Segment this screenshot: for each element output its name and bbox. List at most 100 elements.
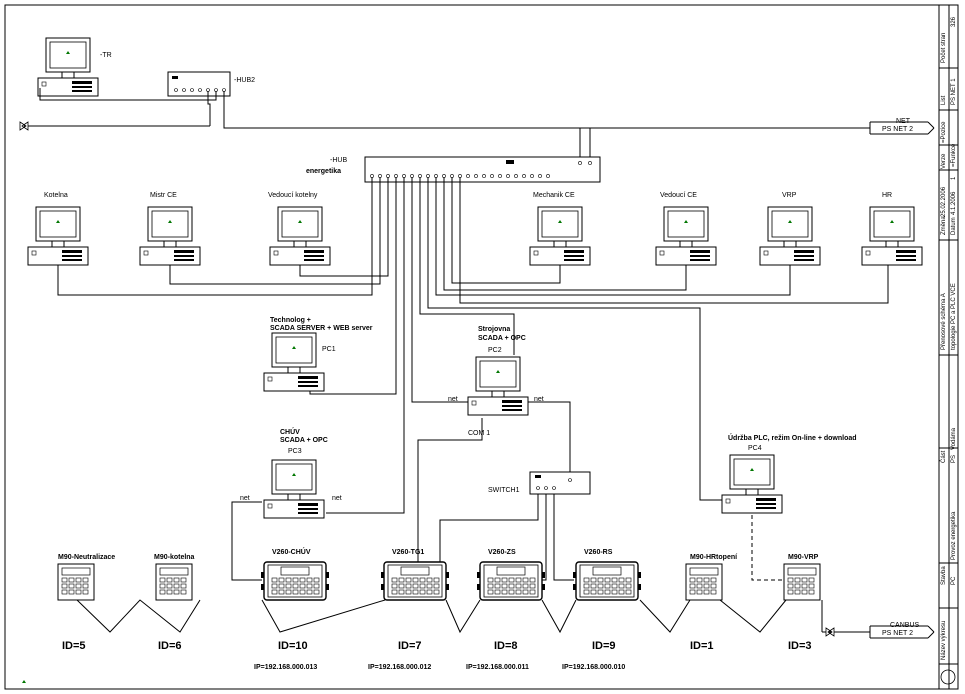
- tb-sheet-label: List: [941, 95, 947, 105]
- title-block: Počet stran 326 List PS NET 1 =Pozice =F…: [939, 5, 959, 689]
- label-hub2: -HUB2: [234, 77, 256, 84]
- plc-m90-neutralizace: [57, 563, 95, 601]
- plc-id-vrp: ID=3: [788, 640, 812, 652]
- hub2-device: [167, 71, 231, 97]
- label-pc2-role: Strojovna: [478, 326, 511, 333]
- label-pc3-role: CHÚV: [280, 429, 300, 436]
- label-pc1-role: Technolog +: [270, 317, 311, 324]
- tb-pozice: =Pozice: [941, 121, 947, 143]
- tb-verze-value: 1: [951, 176, 957, 180]
- label-pc2-net-left: net: [448, 396, 458, 403]
- label-mechanik: Mechanik CE: [533, 192, 575, 199]
- label-pc3-net-left: net: [240, 495, 250, 502]
- label-plc-m90-vrp: M90-VRP: [788, 554, 819, 561]
- tb-pc-label: PC: [951, 576, 957, 585]
- pc-kotelna: [27, 206, 89, 266]
- plc-ip-tg1: IP=192.168.000.012: [368, 664, 432, 671]
- plc-v260-zs: [476, 561, 546, 601]
- tb-ps-label: PS: [951, 454, 957, 463]
- label-pc2-software: SCADA + OPC: [478, 335, 526, 342]
- label-hub-energetika: energetika: [306, 168, 342, 175]
- label-plc-v260-chuv: V260-CHÚV: [272, 549, 311, 556]
- logo-icon: [940, 669, 956, 685]
- offpage-canbus-sheet: PS NET 2: [882, 630, 913, 637]
- pc-mechanik: [529, 206, 591, 266]
- label-pc3-net-right: net: [332, 495, 342, 502]
- plc-m90-hrtopeni: [685, 563, 723, 601]
- plc-id-hrtopeni: ID=1: [690, 640, 714, 652]
- bus-terminator-top: [19, 121, 29, 131]
- tb-pages-label: Počet stran: [941, 32, 947, 63]
- label-kotelna: Kotelna: [44, 192, 68, 199]
- pc-vedouci-ce: [655, 206, 717, 266]
- tb-datum-label: Datum: [951, 217, 957, 235]
- pc1-technolog: [263, 332, 325, 392]
- label-hub: -HUB: [330, 157, 348, 164]
- tb-part-value: Vodáma: [951, 427, 957, 450]
- label-plc-m90-kotelna: M90-kotelna: [154, 554, 195, 561]
- offpage-canbus-label: CANBUS: [890, 622, 920, 629]
- label-pc1: PC1: [322, 346, 336, 353]
- label-plc-m90-hrtopeni: M90-HRtopení: [690, 554, 738, 561]
- tb-zmena-label: Změna: [941, 216, 947, 235]
- plc-ip-chuv: IP=192.168.000.013: [254, 664, 318, 671]
- plc-v260-tg1: [380, 561, 450, 601]
- label-pc4: PC4: [748, 445, 762, 452]
- label-pc1-software: SCADA SERVER + WEB server: [270, 325, 373, 332]
- plc-id-kotelna: ID=6: [158, 640, 182, 652]
- tb-desc-line1: Přenosové schéma A: [941, 293, 947, 350]
- tb-part-label: Část: [941, 450, 947, 463]
- plc-v260-chuv: [260, 561, 330, 601]
- tb-stavba-label: Stavba: [941, 566, 947, 585]
- pc3-chuv: [263, 459, 325, 519]
- pc-hr: [861, 206, 923, 266]
- label-tr: -TR: [100, 52, 112, 59]
- pc-vedouci-kotelny: [269, 206, 331, 266]
- label-pc2-net-right: net: [534, 396, 544, 403]
- label-switch1: SWITCH1: [488, 487, 520, 494]
- plc-id-zs: ID=8: [494, 640, 518, 652]
- label-vrp: VRP: [782, 192, 797, 199]
- tb-desc-line2: topologie PC a PLC VCE: [951, 283, 957, 350]
- pc2-strojovna: [467, 356, 529, 416]
- tb-stavba-value: Provoz energetika: [951, 511, 957, 560]
- pc-vrp: [759, 206, 821, 266]
- label-pc2: PC2: [488, 347, 502, 354]
- offpage-net-sheet: PS NET 2: [882, 126, 913, 133]
- pc-mistr: [139, 206, 201, 266]
- label-pc4-role: Údržba PLC, režim On-line + download: [728, 435, 857, 442]
- label-plc-v260-tg1: V260-TG1: [392, 549, 425, 556]
- label-pc3: PC3: [288, 448, 302, 455]
- tb-funkce: =Funkce: [951, 143, 957, 167]
- plc-m90-kotelna: [155, 563, 193, 601]
- plc-m90-vrp: [783, 563, 821, 601]
- label-vedouci-kotelny: Vedoucí kotelny: [268, 192, 318, 199]
- label-pc3-software: SCADA + OPC: [280, 437, 328, 444]
- pc-tr: [37, 37, 99, 97]
- label-hr: HR: [882, 192, 893, 199]
- tb-sheet-value: PS NET 1: [951, 78, 957, 105]
- bus-terminator-bottom: [825, 627, 835, 637]
- plc-ip-zs: IP=192.168.000.011: [466, 664, 529, 671]
- pc4-udrzba: [721, 454, 783, 514]
- plc-id-tg1: ID=7: [398, 640, 422, 652]
- tb-datum-value: 4.1.2006: [951, 191, 957, 215]
- label-plc-m90-neutralizace: M90-Neutralizace: [58, 554, 116, 561]
- label-plc-v260-rs: V260-RS: [584, 549, 613, 556]
- hub-energetika-device: [364, 156, 601, 183]
- tb-author: Název výkresu: [941, 620, 947, 660]
- plc-id-chuv: ID=10: [278, 640, 308, 652]
- switch1-device: [529, 471, 591, 495]
- plc-ip-rs: IP=192.168.000.010: [562, 664, 626, 671]
- plc-id-rs: ID=9: [592, 640, 616, 652]
- offpage-net-label: NET: [896, 118, 910, 125]
- plc-v260-rs: [572, 561, 642, 601]
- tb-pages-value: 326: [951, 16, 957, 27]
- label-com1: COM 1: [468, 430, 491, 437]
- label-vedouci-ce: Vedoucí CE: [660, 192, 697, 199]
- label-plc-v260-zs: V260-ZS: [488, 549, 516, 556]
- label-mistr: Mistr CE: [150, 192, 177, 199]
- plc-id-neutralizace: ID=5: [62, 640, 86, 652]
- tb-verze-label: Verze: [941, 153, 947, 169]
